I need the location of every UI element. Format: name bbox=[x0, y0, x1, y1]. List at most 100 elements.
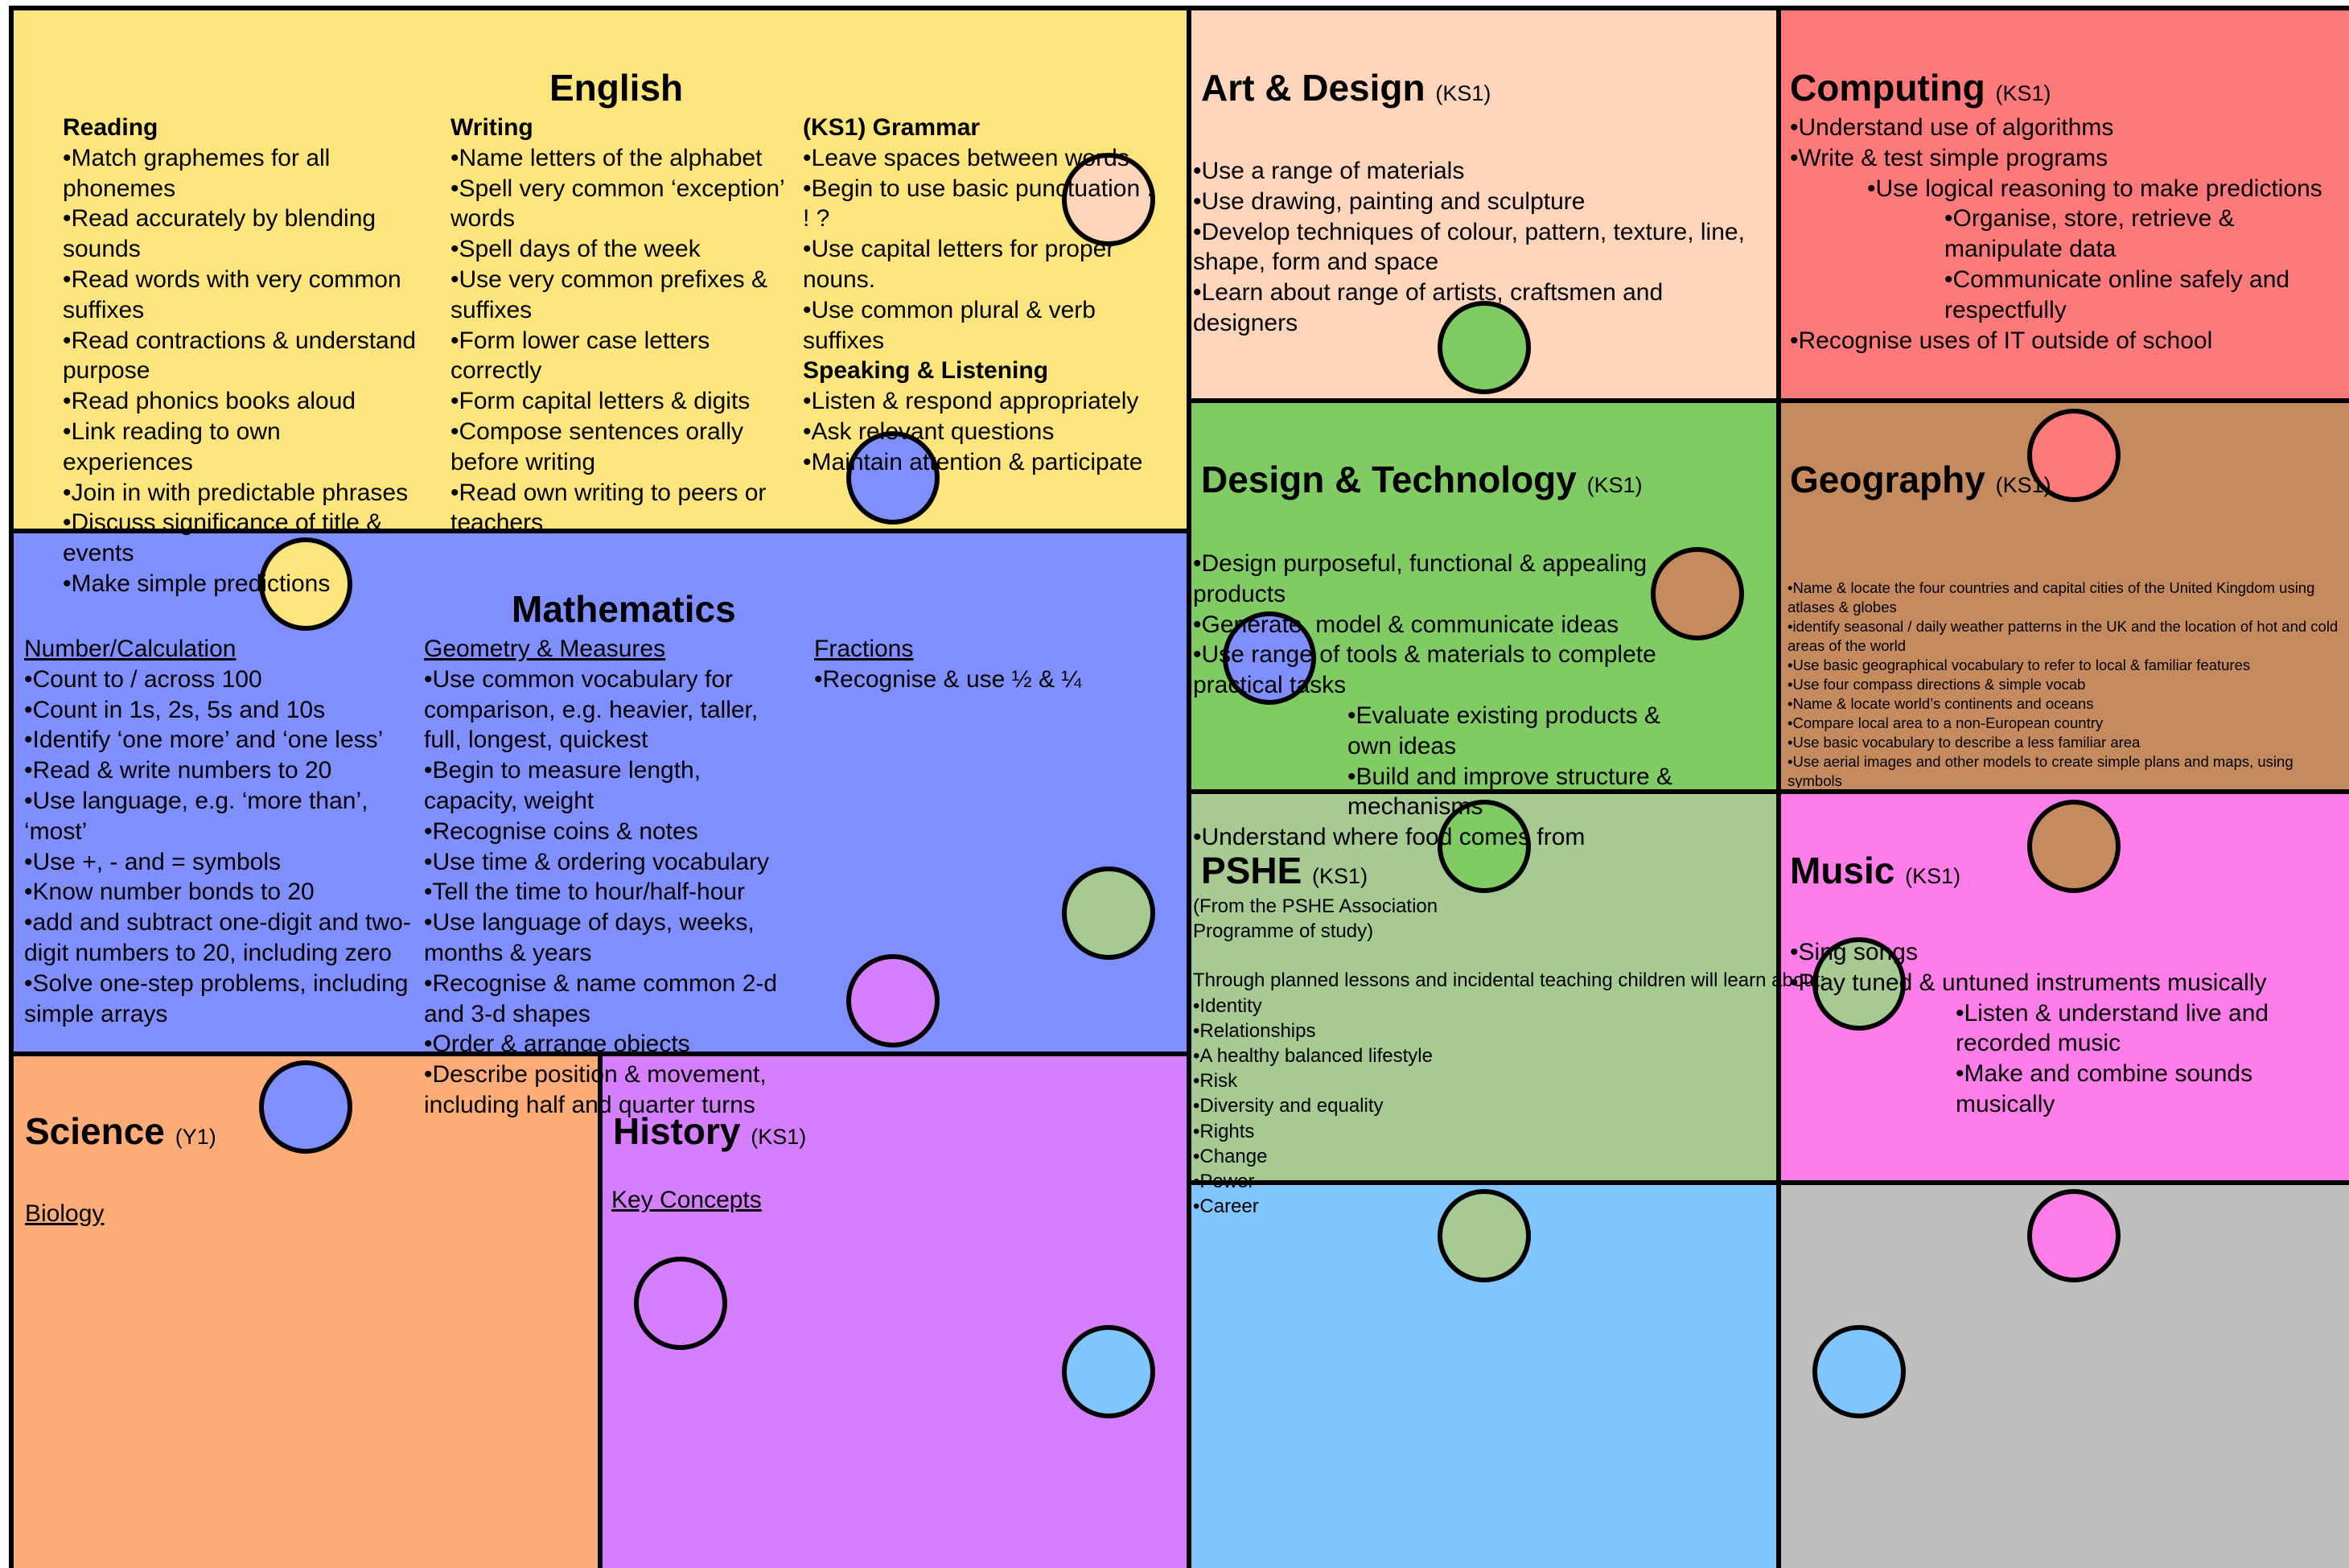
reading-list: Match graphemes for all phonemesRead acc… bbox=[63, 143, 417, 599]
knob-maths-down bbox=[261, 1063, 350, 1151]
list-item: Diversity and equality bbox=[1193, 1093, 1772, 1118]
list-item: Ask relevant questions bbox=[803, 417, 1157, 447]
list-item: Begin to measure length, capacity, weigh… bbox=[424, 755, 794, 817]
list-item: Read words with very common suffixes bbox=[63, 265, 417, 326]
list-item: Name & locate the four countries and cap… bbox=[1787, 578, 2343, 617]
list-item: Use language, e.g. ‘more than’, ‘most’ bbox=[24, 786, 418, 847]
list-item: add and subtract one-digit and two-digit… bbox=[24, 907, 418, 969]
geometry-list: Use common vocabulary for comparison, e.… bbox=[424, 665, 794, 1121]
list-item: Count to / across 100 bbox=[24, 665, 418, 695]
list-item: Develop techniques of colour, pattern, t… bbox=[1193, 217, 1772, 278]
list-item: Name letters of the alphabet bbox=[450, 143, 788, 174]
dt-content: Design purposeful, functional & appealin… bbox=[1193, 549, 1676, 853]
list-item: Career bbox=[1193, 1194, 1772, 1219]
pshe-source: (From the PSHE Association Programme of … bbox=[1193, 895, 1438, 943]
history-key-concepts: Key Concepts bbox=[611, 1187, 762, 1213]
list-item: identify seasonal / daily weather patter… bbox=[1787, 617, 2343, 656]
knob-blue-left bbox=[1064, 1327, 1153, 1416]
list-item: Link reading to own experiences bbox=[63, 417, 417, 478]
list-item: Use drawing, painting and sculpture bbox=[1193, 187, 1772, 217]
english-grammar-column: (KS1) Grammar Leave spaces between words… bbox=[803, 113, 1157, 478]
science-title: Science (Y1) bbox=[25, 1110, 216, 1152]
art-title: Art & Design (KS1) bbox=[1201, 67, 1491, 109]
list-item: Form lower case letters correctly bbox=[450, 326, 788, 387]
list-item: Read phonics books aloud bbox=[63, 386, 417, 417]
list-item: Match graphemes for all phonemes bbox=[63, 143, 417, 204]
pshe-title: PSHE (KS1) bbox=[1201, 850, 1368, 891]
list-item: Evaluate existing products & own ideas bbox=[1347, 701, 1676, 762]
list-item: Maintain attention & participate bbox=[803, 447, 1157, 478]
pshe-intro: Through planned lessons and incidental t… bbox=[1193, 969, 1825, 992]
list-item: Name & locate world’s continents and oce… bbox=[1787, 694, 2343, 714]
list-item: Understand where food comes from bbox=[1193, 822, 1676, 853]
list-item: Use language of days, weeks, months & ye… bbox=[424, 907, 794, 969]
list-item: Write & test simple programs bbox=[1790, 143, 2345, 174]
list-item: Rights bbox=[1193, 1119, 1772, 1144]
list-item: Form capital letters & digits bbox=[450, 386, 788, 417]
geography-content: Name & locate the four countries and cap… bbox=[1787, 578, 2343, 788]
science-biology: Biology bbox=[25, 1200, 105, 1227]
music-content: Sing songsPlay tuned & untuned instrumen… bbox=[1790, 937, 2345, 1120]
music-title: Music (KS1) bbox=[1790, 850, 1961, 891]
list-item: Use common plural & verb suffixes bbox=[803, 295, 1157, 356]
knob-history-right bbox=[636, 1259, 725, 1348]
list-item: Describe position & movement, including … bbox=[424, 1060, 794, 1121]
list-item: Communicate online safely and respectful… bbox=[1944, 265, 2345, 326]
computing-list-1: Understand use of algorithmsWrite & test… bbox=[1790, 113, 2345, 174]
list-item: Compare local area to a non-European cou… bbox=[1787, 714, 2343, 733]
computing-title: Computing (KS1) bbox=[1790, 67, 2051, 109]
art-content: Use a range of materialsUse drawing, pai… bbox=[1193, 156, 1772, 339]
list-item: Order & arrange objects bbox=[424, 1029, 794, 1060]
dt-title: Design & Technology (KS1) bbox=[1201, 459, 1643, 500]
list-item: Use range of tools & materials to comple… bbox=[1193, 640, 1676, 701]
music-list-1: Sing songsPlay tuned & untuned instrumen… bbox=[1790, 937, 2345, 998]
dt-list-1: Design purposeful, functional & appealin… bbox=[1193, 549, 1676, 701]
list-item: Learn about range of artists, craftsmen … bbox=[1193, 278, 1772, 339]
knob-history-up bbox=[849, 957, 937, 1045]
pshe-list: IdentityRelationshipsA healthy balanced … bbox=[1193, 994, 1772, 1220]
english-reading-column: Reading Match graphemes for all phonemes… bbox=[63, 113, 417, 599]
list-item: Use common vocabulary for comparison, e.… bbox=[424, 665, 794, 755]
history-title: History (KS1) bbox=[613, 1110, 807, 1152]
computing-list-2: Use logical reasoning to make prediction… bbox=[1790, 174, 2345, 204]
list-item: Leave spaces between words bbox=[803, 143, 1157, 174]
knob-music-down bbox=[2030, 1191, 2118, 1280]
grammar-list: Leave spaces between wordsBegin to use b… bbox=[803, 143, 1157, 356]
english-title: English bbox=[549, 67, 684, 109]
list-item: Recognise coins & notes bbox=[424, 817, 794, 847]
list-item: Listen & understand live and recorded mu… bbox=[1956, 998, 2345, 1060]
list-item: Use time & ordering vocabulary bbox=[424, 847, 794, 878]
list-item: Design purposeful, functional & appealin… bbox=[1193, 549, 1676, 610]
list-item: Count in 1s, 2s, 5s and 10s bbox=[24, 695, 418, 726]
speaking-list: Listen & respond appropriatelyAsk releva… bbox=[803, 386, 1157, 477]
list-item: Understand use of algorithms bbox=[1790, 113, 2345, 143]
number-list: Count to / across 100Count in 1s, 2s, 5s… bbox=[24, 665, 418, 1030]
list-item: Tell the time to hour/half-hour bbox=[424, 877, 794, 907]
reading-heading: Reading bbox=[63, 114, 158, 141]
list-item: Use capital letters for proper nouns. bbox=[803, 234, 1157, 295]
music-list-2: Listen & understand live and recorded mu… bbox=[1790, 998, 2345, 1120]
list-item: Spell very common ‘exception’ words bbox=[450, 174, 788, 235]
list-item: Use logical reasoning to make prediction… bbox=[1867, 174, 2345, 204]
list-item: A healthy balanced lifestyle bbox=[1193, 1043, 1772, 1068]
list-item: Recognise & name common 2-d and 3-d shap… bbox=[424, 969, 794, 1030]
speaking-heading: Speaking & Listening bbox=[803, 357, 1049, 385]
list-item: Risk bbox=[1193, 1068, 1772, 1093]
list-item: Compose sentences orally before writing bbox=[450, 417, 788, 478]
maths-geometry-column: Geometry & Measures Use common vocabular… bbox=[424, 634, 794, 1121]
computing-content: Understand use of algorithmsWrite & test… bbox=[1790, 113, 2345, 356]
list-item: Relationships bbox=[1193, 1019, 1772, 1043]
list-item: Organise, store, retrieve & manipulate d… bbox=[1944, 204, 2345, 265]
list-item: Change bbox=[1193, 1144, 1772, 1169]
maths-fractions-column: Fractions Recognise & use ½ & ¼ bbox=[814, 634, 1168, 695]
list-item: Make and combine sounds musically bbox=[1956, 1059, 2345, 1120]
list-item: Play tuned & untuned instruments musical… bbox=[1790, 968, 2345, 998]
computing-list-3: Organise, store, retrieve & manipulate d… bbox=[1790, 204, 2345, 325]
list-item: Read accurately by blending sounds bbox=[63, 204, 417, 265]
knob-pshe-left bbox=[1064, 869, 1153, 957]
dt-list-3: Understand where food comes from bbox=[1193, 822, 1676, 853]
maths-number-column: Number/Calculation Count to / across 100… bbox=[24, 634, 418, 1029]
fractions-heading: Fractions bbox=[814, 636, 914, 662]
geometry-heading: Geometry & Measures bbox=[424, 636, 666, 662]
list-item: Listen & respond appropriately bbox=[803, 386, 1157, 417]
